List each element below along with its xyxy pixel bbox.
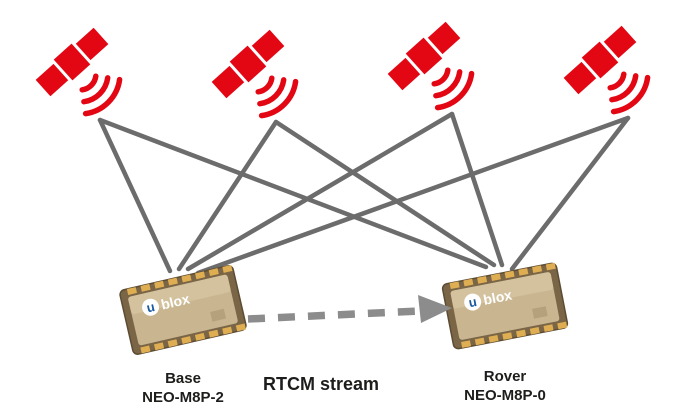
satellite-icon-3 xyxy=(386,19,472,107)
rover-label: Rover xyxy=(484,368,527,385)
rtcm-arrow xyxy=(247,295,452,323)
signal-line xyxy=(509,115,631,272)
rtcm-arrow-head xyxy=(418,295,452,323)
signal-line xyxy=(97,117,173,274)
signal-line xyxy=(97,117,489,270)
base-label: Base xyxy=(165,370,201,387)
base-module-icon xyxy=(118,264,248,356)
satellite-icon-2 xyxy=(210,27,296,115)
signal-line xyxy=(195,115,631,276)
rover-model-label: NEO-M8P-0 xyxy=(464,387,546,404)
rtcm-stream-label: RTCM stream xyxy=(263,374,379,394)
rover-module-icon xyxy=(441,261,569,351)
signal-line xyxy=(185,111,455,272)
signal-line xyxy=(273,119,497,268)
satellite-icon-4 xyxy=(562,23,648,111)
satellite-icon-1 xyxy=(34,25,120,113)
signal-lines xyxy=(97,111,631,276)
rtcm-arrow-shaft xyxy=(247,307,421,323)
base-model-label: NEO-M8P-2 xyxy=(142,389,224,406)
signal-line xyxy=(449,111,505,268)
signal-line xyxy=(176,119,279,272)
